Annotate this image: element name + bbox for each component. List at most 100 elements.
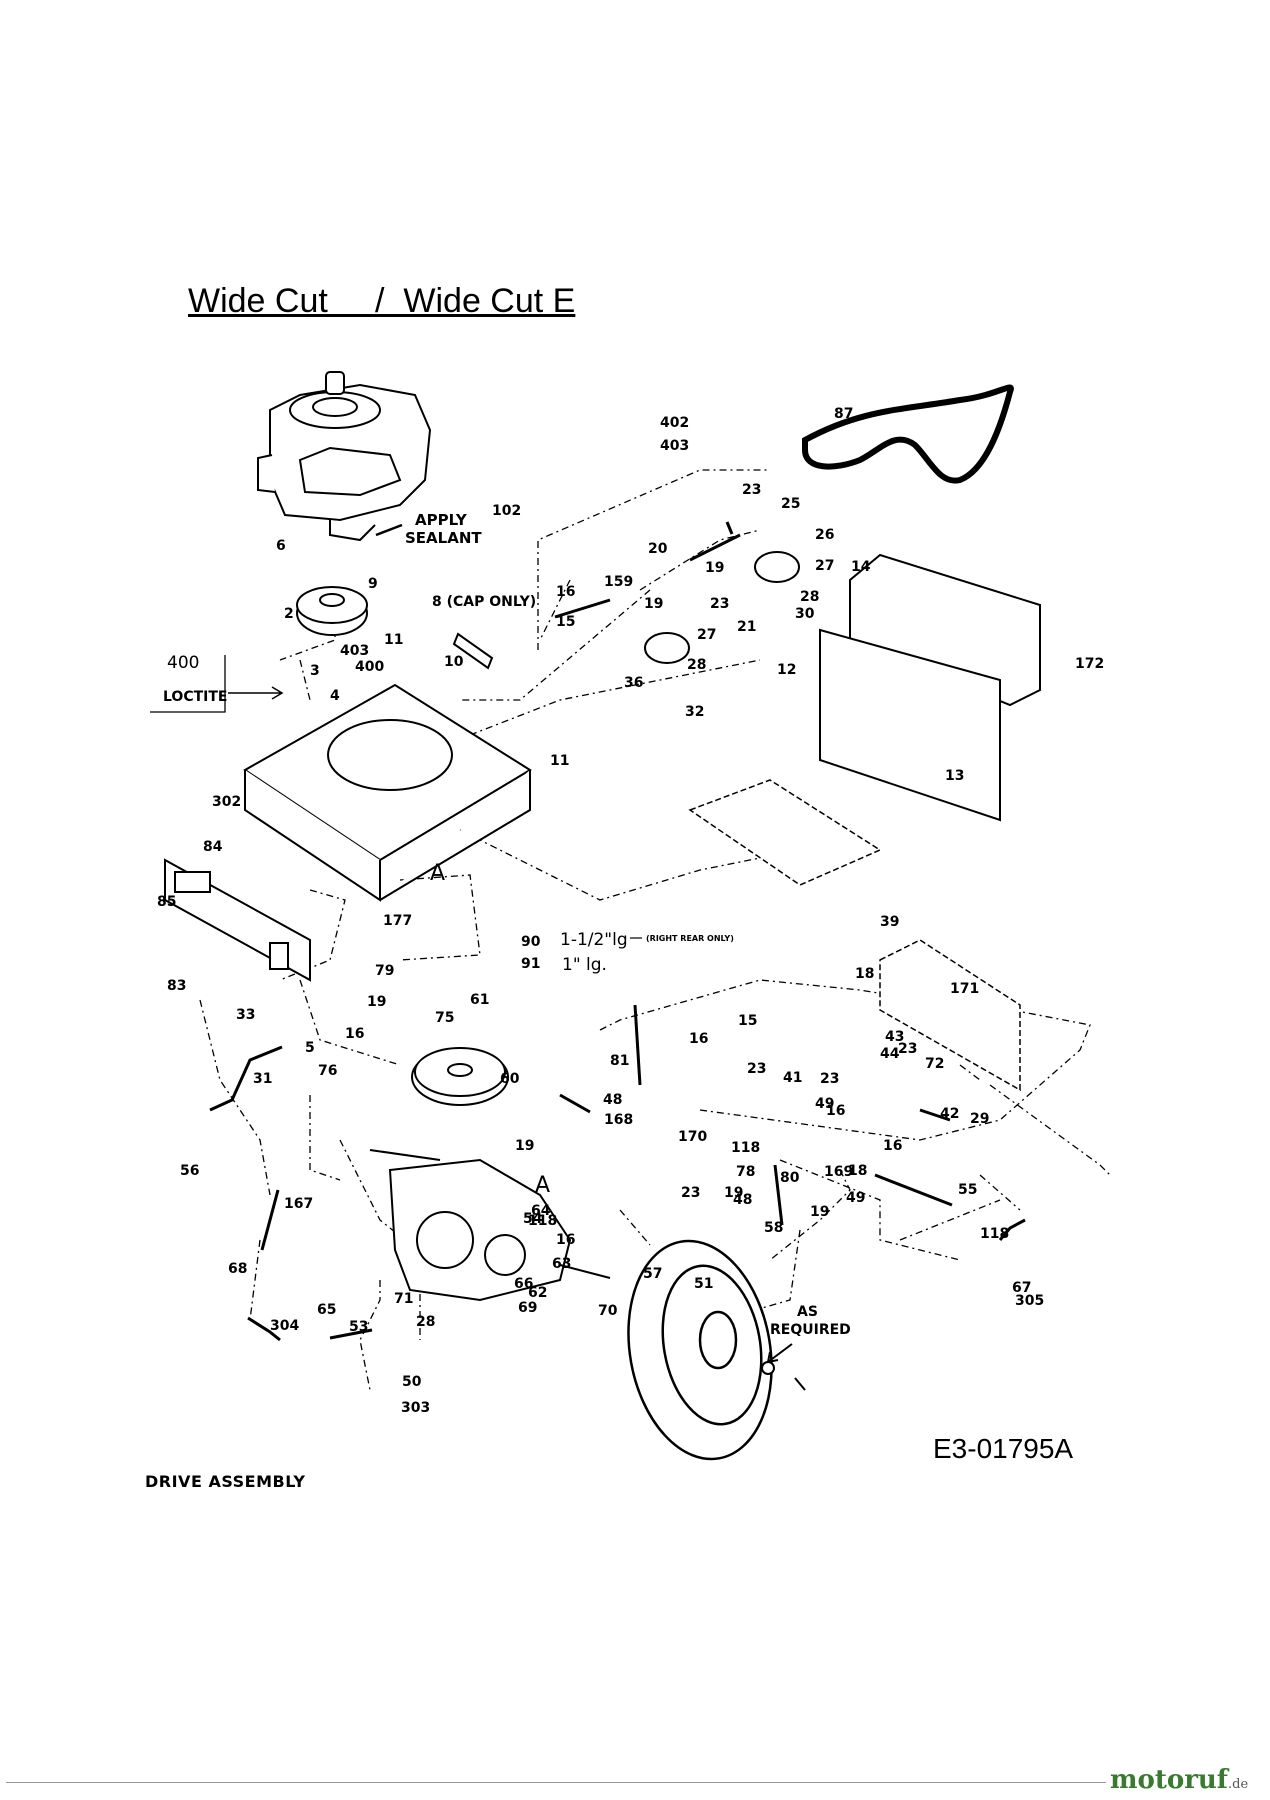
note-apply: APPLY bbox=[415, 511, 468, 529]
loctite-label: LOCTITE bbox=[163, 689, 227, 705]
part-callout: 85 bbox=[157, 894, 176, 910]
part-callout: 18 bbox=[855, 966, 874, 982]
part-callout: 159 bbox=[604, 574, 633, 590]
part-callout: 41 bbox=[783, 1070, 802, 1086]
part-callout: 64 bbox=[531, 1203, 551, 1219]
part-callout: 15 bbox=[556, 614, 575, 630]
part-callout: 23 bbox=[742, 482, 761, 498]
part-callout: 16 bbox=[826, 1103, 845, 1119]
part-callout: 42 bbox=[940, 1106, 959, 1122]
part-callout: 48 bbox=[603, 1092, 622, 1108]
part-callout: 4 bbox=[330, 688, 340, 704]
part-callout: 167 bbox=[284, 1196, 313, 1212]
part-callout: 16 bbox=[556, 1232, 575, 1248]
part-callout: 16 bbox=[345, 1026, 364, 1042]
note-required: REQUIRED bbox=[770, 1322, 851, 1338]
note-length-90: 1-1/2"lg bbox=[560, 930, 628, 950]
part-callout: 49 bbox=[815, 1096, 834, 1112]
part-callout: 18 bbox=[848, 1163, 867, 1179]
part-callout: 62 bbox=[528, 1285, 547, 1301]
part-callout: 72 bbox=[925, 1056, 944, 1072]
sealant-arrow-icon bbox=[375, 523, 403, 537]
note-cap-only: 8 (CAP ONLY) bbox=[432, 594, 536, 610]
part-callout: 36 bbox=[624, 675, 643, 691]
pulleys bbox=[296, 551, 800, 1106]
part-callout: 60 bbox=[500, 1071, 520, 1087]
part-callout: 49 bbox=[846, 1190, 865, 1206]
part-callout: 403 bbox=[340, 643, 369, 659]
part-callout: 16 bbox=[883, 1138, 902, 1154]
part-callout: 171 bbox=[950, 981, 979, 997]
loctite-number: 400 bbox=[167, 653, 199, 673]
footer-rule bbox=[6, 1782, 1106, 1783]
brand-name: motoruf bbox=[1110, 1765, 1228, 1795]
part-callout: 32 bbox=[685, 704, 704, 720]
part-callout: 87 bbox=[834, 406, 853, 422]
part-callout: 9 bbox=[368, 576, 378, 592]
part-callout: 58 bbox=[764, 1220, 783, 1236]
part-callout: 30 bbox=[795, 606, 815, 622]
part-callout: 19 bbox=[705, 560, 724, 576]
note-sealant: SEALANT bbox=[405, 529, 482, 547]
part-callout: 57 bbox=[643, 1266, 662, 1282]
part-callout: 10 bbox=[444, 654, 464, 670]
part-callout: 83 bbox=[167, 978, 186, 994]
part-callout: 31 bbox=[253, 1071, 272, 1087]
part-callout: 39 bbox=[880, 914, 899, 930]
part-callout: 65 bbox=[317, 1302, 336, 1318]
part-callout: 168 bbox=[604, 1112, 633, 1128]
part-callout: 70 bbox=[598, 1303, 618, 1319]
part-callout: 50 bbox=[402, 1374, 422, 1390]
part-callout: 177 bbox=[383, 913, 412, 929]
part-callout: 23 bbox=[747, 1061, 766, 1077]
part-callout: 55 bbox=[958, 1182, 977, 1198]
part-callout: 402 bbox=[660, 415, 689, 431]
part-callout: 27 bbox=[815, 558, 834, 574]
part-callout: 43 bbox=[885, 1029, 904, 1045]
part-callout: 3 bbox=[310, 663, 320, 679]
part-callout: 303 bbox=[401, 1400, 430, 1416]
part-callout: 19 bbox=[724, 1185, 743, 1201]
part-callout: 23 bbox=[898, 1041, 917, 1057]
part-callout: 172 bbox=[1075, 656, 1104, 672]
part-callout: 20 bbox=[648, 541, 668, 557]
part-callout: 19 bbox=[644, 596, 663, 612]
part-callout: 63 bbox=[552, 1256, 571, 1272]
part-callout: 26 bbox=[815, 527, 834, 543]
part-callout: 400 bbox=[355, 659, 384, 675]
part-callout: 23 bbox=[710, 596, 729, 612]
part-callout: 81 bbox=[610, 1053, 629, 1069]
part-callout: 12 bbox=[777, 662, 796, 678]
drive-belt bbox=[802, 384, 1014, 484]
part-callout: 2 bbox=[284, 606, 294, 622]
part-callout: 118 bbox=[980, 1226, 1009, 1242]
part-callout: 80 bbox=[780, 1170, 800, 1186]
part-callout: 11 bbox=[550, 753, 569, 769]
part-callout: 68 bbox=[228, 1261, 247, 1277]
part-callout: 16 bbox=[689, 1031, 708, 1047]
part-callout: 304 bbox=[270, 1318, 299, 1334]
part-callout: 84 bbox=[203, 839, 223, 855]
required-arrow-icon bbox=[766, 1343, 793, 1364]
note-as: AS bbox=[797, 1304, 818, 1320]
part-callout: 76 bbox=[318, 1063, 337, 1079]
part-callout: 15 bbox=[738, 1013, 757, 1029]
part-callout: 170 bbox=[678, 1129, 707, 1145]
part-callout: 61 bbox=[470, 992, 489, 1008]
part-callout: 91 bbox=[521, 956, 540, 972]
part-callout: 75 bbox=[435, 1010, 454, 1026]
part-callout: 27 bbox=[697, 627, 716, 643]
part-callout: 78 bbox=[736, 1164, 755, 1180]
part-callout: 305 bbox=[1015, 1293, 1044, 1309]
part-callout: 44 bbox=[880, 1046, 900, 1062]
part-callout: 53 bbox=[349, 1319, 368, 1335]
part-callout: 69 bbox=[518, 1300, 537, 1316]
part-callout: 25 bbox=[781, 496, 800, 512]
label-a-frame: A bbox=[430, 861, 445, 886]
loctite-box bbox=[150, 655, 226, 713]
part-callout: 5 bbox=[305, 1040, 315, 1056]
part-callout: 169 bbox=[824, 1164, 853, 1180]
part-callout: 23 bbox=[681, 1185, 700, 1201]
